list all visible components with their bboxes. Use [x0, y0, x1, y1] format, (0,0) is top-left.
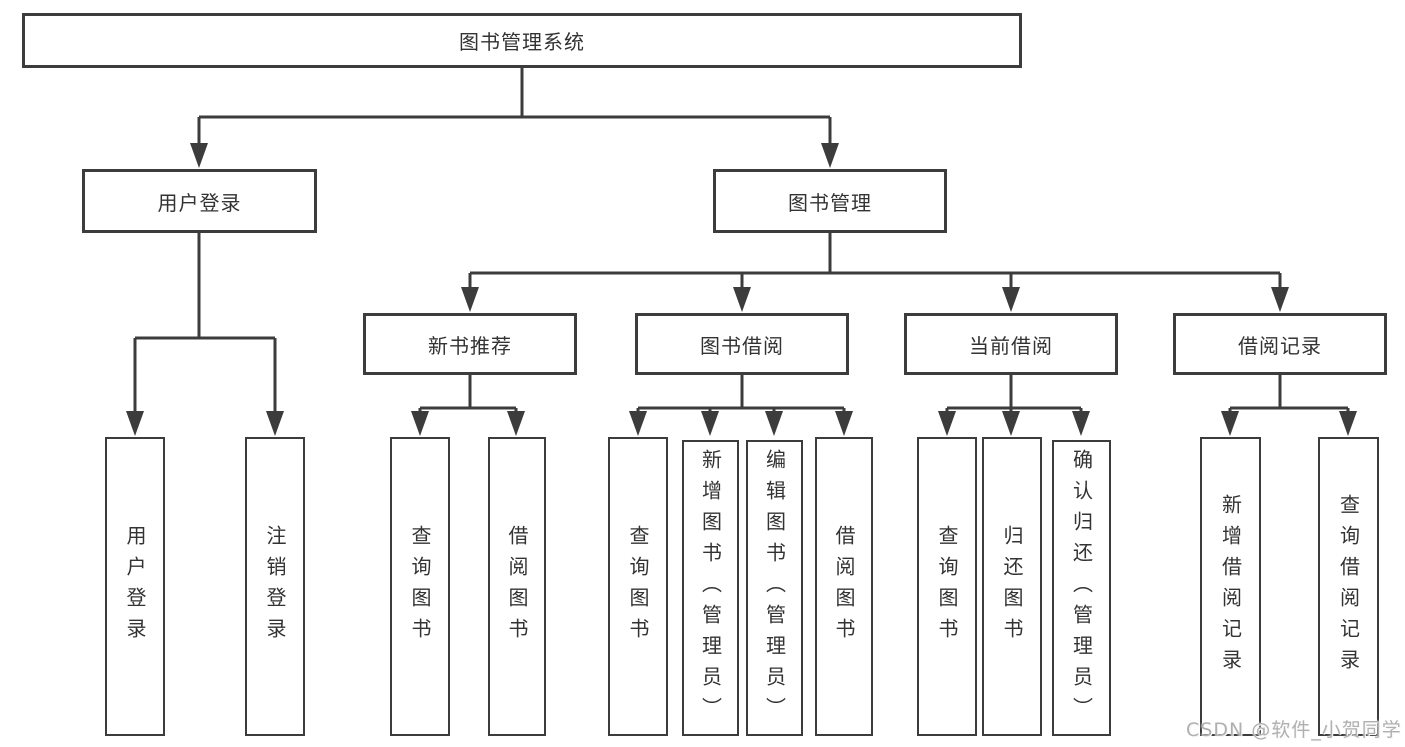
leaf-borrowing-edit-books-admin: 编辑图书（管理员）	[746, 440, 803, 736]
leaf-current-confirm-return-admin-label: 确认归还（管理员）	[1069, 448, 1094, 728]
leaf-borrowing-query-books-label: 查询图书	[626, 524, 650, 649]
node-new-book-recommend: 新书推荐	[363, 313, 577, 375]
node-current-borrowing: 当前借阅	[904, 313, 1118, 375]
leaf-current-return-books-label: 归还图书	[1000, 524, 1024, 649]
node-root-system: 图书管理系统	[22, 13, 1022, 68]
csdn-watermark: CSDN @软件_小贺同学	[1186, 719, 1402, 741]
leaf-records-query-record-label: 查询借阅记录	[1336, 493, 1361, 680]
leaf-newbook-query-books-label: 查询图书	[408, 524, 432, 649]
leaf-borrowing-borrow-books-label: 借阅图书	[832, 524, 856, 649]
node-user-login-group: 用户登录	[82, 169, 317, 233]
leaf-borrowing-add-books-admin: 新增图书（管理员）	[682, 440, 739, 736]
leaf-current-query-books: 查询图书	[917, 437, 977, 736]
leaf-current-return-books: 归还图书	[982, 437, 1042, 736]
leaf-current-query-books-label: 查询图书	[935, 524, 959, 649]
leaf-newbook-borrow-books-label: 借阅图书	[505, 524, 529, 649]
node-book-borrowing: 图书借阅	[635, 313, 849, 375]
leaf-records-query-record: 查询借阅记录	[1318, 437, 1379, 736]
node-borrowing-records: 借阅记录	[1173, 313, 1387, 375]
leaf-user-login: 用户登录	[105, 437, 165, 736]
leaf-borrowing-query-books: 查询图书	[608, 437, 668, 736]
leaf-records-add-record-label: 新增借阅记录	[1218, 493, 1243, 680]
leaf-logout: 注销登录	[245, 437, 305, 736]
leaf-borrowing-borrow-books: 借阅图书	[815, 437, 873, 736]
leaf-user-login-label: 用户登录	[123, 524, 147, 649]
leaf-borrowing-add-books-admin-label: 新增图书（管理员）	[698, 448, 723, 728]
leaf-current-confirm-return-admin: 确认归还（管理员）	[1052, 440, 1111, 736]
leaf-newbook-query-books: 查询图书	[390, 437, 450, 736]
leaf-records-add-record: 新增借阅记录	[1200, 437, 1261, 736]
leaf-newbook-borrow-books: 借阅图书	[488, 437, 546, 736]
node-book-management-group: 图书管理	[713, 169, 947, 233]
leaf-logout-label: 注销登录	[263, 524, 287, 649]
leaf-borrowing-edit-books-admin-label: 编辑图书（管理员）	[762, 448, 787, 728]
